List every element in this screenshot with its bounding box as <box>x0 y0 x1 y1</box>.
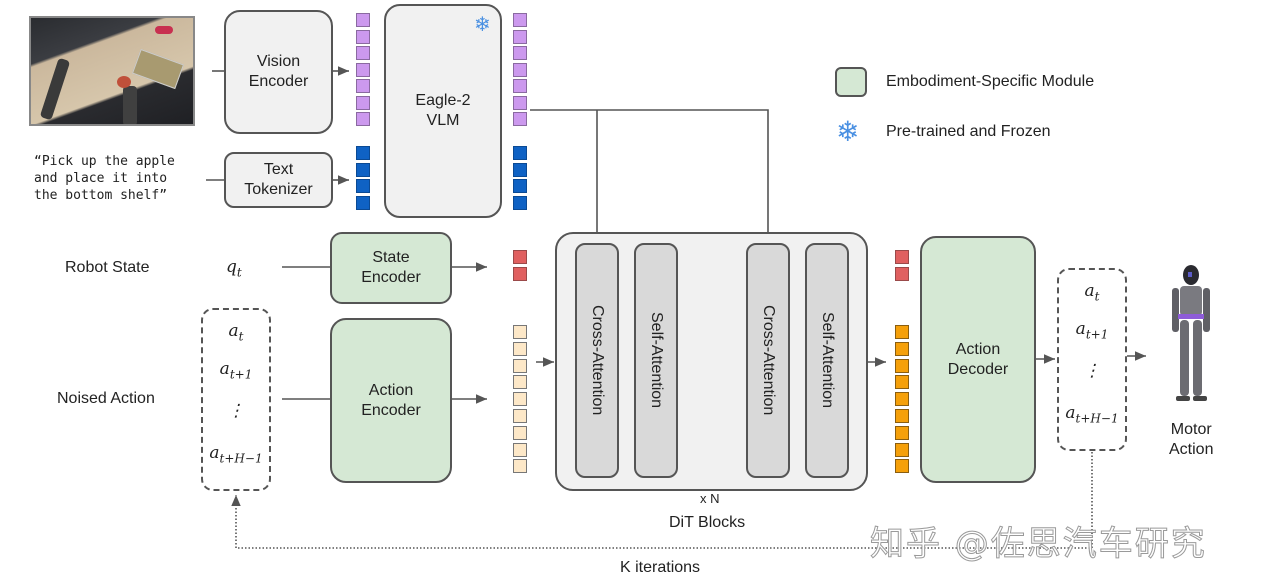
token <box>356 62 370 77</box>
robot-arm-right <box>123 86 137 124</box>
snowflake-icon: ❄ <box>474 14 491 36</box>
action-item: at+1 <box>1075 319 1109 342</box>
token <box>356 146 370 160</box>
token <box>513 79 527 93</box>
token <box>513 95 527 110</box>
cross-attention-block-1: Cross-Attention <box>575 243 619 478</box>
token <box>356 13 370 27</box>
token <box>513 341 527 356</box>
token <box>895 442 909 457</box>
token <box>513 162 527 177</box>
vision-encoder: Vision Encoder <box>224 10 333 134</box>
edge-vlm-to-cross-attn-2 <box>530 109 773 243</box>
token <box>513 442 527 457</box>
motor-action-label: Motor Action <box>1169 421 1214 458</box>
robot-state-label: Robot State <box>65 259 150 276</box>
token <box>895 392 909 407</box>
token <box>513 267 527 281</box>
token <box>513 112 527 126</box>
token <box>513 375 527 390</box>
token <box>895 341 909 356</box>
legend-green-box-swatch <box>835 67 867 97</box>
action-item: at+H−1 <box>209 443 263 466</box>
camera-image <box>29 16 195 126</box>
action-item: ⋮ <box>1083 361 1101 381</box>
cross-attention-block-2: Cross-Attention <box>746 243 790 478</box>
shelf-bin <box>131 48 185 90</box>
repeat-label: x N <box>700 491 720 506</box>
apple <box>117 76 131 88</box>
action-item: ⋮ <box>227 401 245 421</box>
text-tokenizer: Text Tokenizer <box>224 152 333 208</box>
noised-action-sequence <box>201 308 271 491</box>
token <box>513 409 527 423</box>
token <box>356 95 370 110</box>
token <box>895 459 909 474</box>
token <box>356 46 370 60</box>
token <box>513 325 527 339</box>
action-decoder: Action Decoder <box>920 236 1036 483</box>
eagle-vlm: Eagle-2 VLM <box>384 4 502 218</box>
token <box>895 409 909 423</box>
token <box>356 195 370 210</box>
robot-arm-left <box>39 57 71 121</box>
legend-snowflake-icon: ❄ <box>836 116 860 147</box>
token <box>513 459 527 474</box>
action-encoder: Action Encoder <box>330 318 452 483</box>
token <box>356 179 370 193</box>
token <box>513 146 527 160</box>
token <box>895 267 909 281</box>
dit-blocks-label: DiT Blocks <box>669 514 746 531</box>
token <box>513 29 527 44</box>
k-iterations-label: K iterations <box>620 559 701 576</box>
action-item: at <box>228 321 244 344</box>
token <box>513 46 527 60</box>
action-item: at+H−1 <box>1065 403 1119 426</box>
token <box>356 79 370 93</box>
robot-state-symbol: qt <box>226 257 242 280</box>
predicted-action-sequence <box>1057 268 1127 451</box>
self-attention-block-2: Self-Attention <box>805 243 849 478</box>
state-encoder: State Encoder <box>330 232 452 304</box>
watermark: 知乎 @佐思汽车研究 <box>870 524 1207 565</box>
token <box>895 250 909 264</box>
self-attention-block-1: Self-Attention <box>634 243 678 478</box>
token <box>895 325 909 339</box>
object-red <box>155 26 173 34</box>
token <box>356 112 370 126</box>
action-item: at <box>1084 281 1100 304</box>
token <box>513 13 527 27</box>
action-item: at+1 <box>219 359 253 382</box>
token <box>895 375 909 390</box>
token <box>513 62 527 77</box>
instruction-text: “Pick up the apple and place it into the… <box>34 154 175 203</box>
legend-frozen-label: Pre-trained and Frozen <box>886 123 1051 140</box>
token <box>513 179 527 193</box>
token <box>513 392 527 407</box>
token <box>513 425 527 440</box>
humanoid-robot-icon <box>1172 265 1210 401</box>
legend-embodiment-label: Embodiment-Specific Module <box>886 73 1095 90</box>
token <box>356 29 370 44</box>
token <box>895 425 909 440</box>
token <box>356 162 370 177</box>
token <box>513 195 527 210</box>
token <box>513 250 527 264</box>
token <box>895 358 909 373</box>
noised-action-label: Noised Action <box>57 390 155 407</box>
token <box>513 358 527 373</box>
